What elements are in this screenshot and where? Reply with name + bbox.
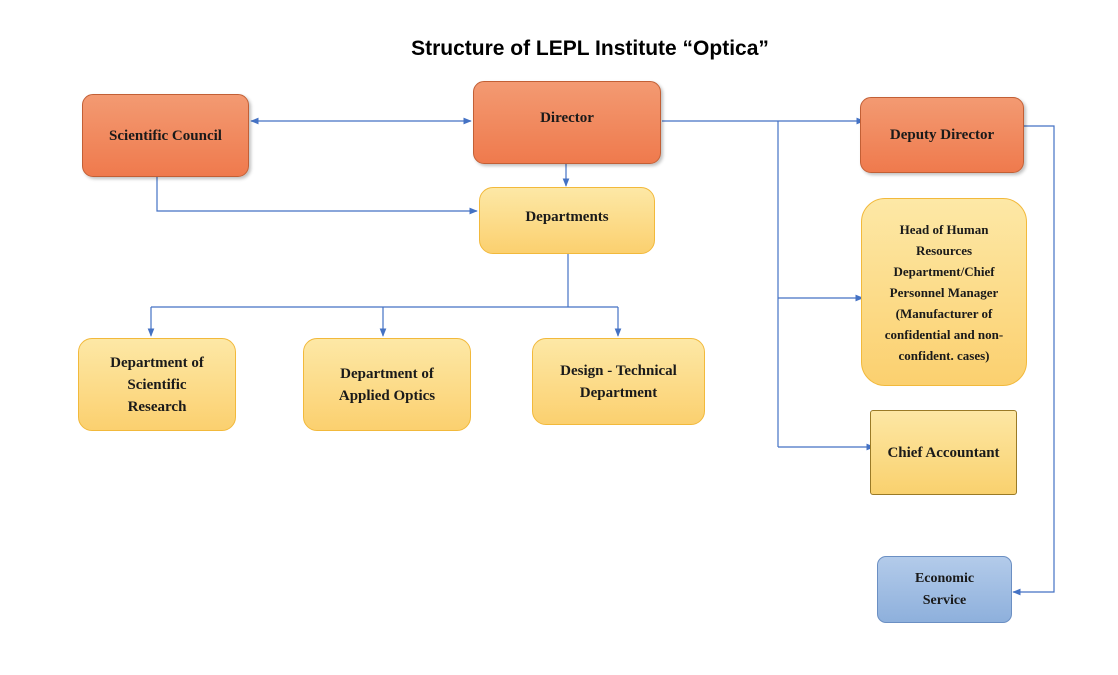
- box-director: Director: [473, 81, 661, 164]
- box-economic-service: Economic Service: [877, 556, 1012, 623]
- box-director-label: Director: [540, 110, 594, 126]
- box-head-of-human-resources: Head of Human Resources Department/Chief…: [861, 198, 1027, 386]
- box-dept-scientific-research: Department of Scientific Research: [78, 338, 236, 431]
- connector-deputy-economic: [1012, 125, 1055, 596]
- box-design-technical-department-label: Design - Technical Department: [560, 362, 677, 401]
- box-dept-applied-optics-label: Department of Applied Optics: [338, 365, 436, 404]
- box-deputy-director: Deputy Director: [860, 97, 1024, 173]
- box-scientific-council: Scientific Council: [82, 94, 249, 177]
- box-head-of-human-resources-label: Head of Human Resources Department/Chief…: [884, 221, 1004, 363]
- box-chief-accountant: Chief Accountant: [870, 410, 1017, 495]
- box-dept-scientific-research-label: Department of Scientific Research: [110, 354, 204, 415]
- box-design-technical-department: Design - Technical Department: [532, 338, 705, 425]
- box-scientific-council-label: Scientific Council: [109, 127, 222, 144]
- box-economic-service-label: Economic Service: [914, 570, 975, 608]
- connector-council-departments: [156, 177, 478, 215]
- box-deputy-director-label: Deputy Director: [889, 127, 995, 143]
- box-departments: Departments: [479, 187, 655, 254]
- diagram-title: Structure of LEPL Institute “Optica”: [411, 37, 769, 60]
- box-dept-applied-optics: Department of Applied Optics: [303, 338, 471, 431]
- box-departments-label: Departments: [525, 209, 609, 225]
- box-chief-accountant-label: Chief Accountant: [887, 444, 1000, 461]
